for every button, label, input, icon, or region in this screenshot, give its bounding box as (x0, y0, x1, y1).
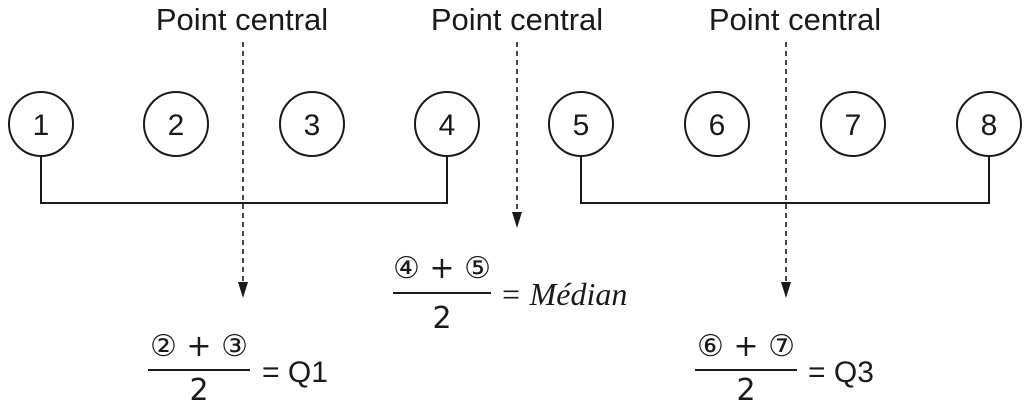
q3-numerator: ⑥ + ⑦ (697, 329, 795, 364)
node-1: 1 (8, 91, 74, 157)
node-5: 5 (548, 91, 614, 157)
svg-text:8: 8 (981, 109, 998, 142)
central-point-label-right: Point central (709, 2, 881, 37)
median-numerator: ④ + ⑤ (393, 251, 491, 286)
q1-numerator: ② + ③ (150, 329, 248, 364)
svg-text:6: 6 (709, 109, 726, 142)
node-7: 7 (820, 91, 886, 157)
dashed-arrow-middle (512, 42, 522, 228)
central-point-label-middle: Point central (431, 2, 603, 37)
svg-text:1: 1 (33, 109, 50, 142)
q3-formula: ⑥ + ⑦ 2 = Q3 (695, 329, 874, 403)
svg-text:4: 4 (439, 109, 456, 142)
median-denominator: 2 (432, 301, 451, 336)
q1-formula: ② + ③ 2 = Q1 (148, 329, 328, 403)
bracket-upper-half (580, 156, 990, 204)
median-result: = Médian (500, 276, 627, 312)
q3-denominator: 2 (736, 373, 755, 403)
svg-text:7: 7 (845, 109, 862, 142)
dashed-arrow-left (238, 42, 248, 298)
node-2: 2 (143, 91, 209, 157)
svg-text:2: 2 (168, 109, 185, 142)
median-formula: ④ + ⑤ 2 = Médian (393, 251, 627, 336)
node-3: 3 (279, 91, 345, 157)
dashed-arrow-right (781, 42, 791, 298)
q1-result: = Q1 (262, 356, 328, 389)
svg-text:5: 5 (573, 109, 590, 142)
node-4: 4 (414, 91, 480, 157)
bracket-lower-half (40, 156, 448, 204)
node-6: 6 (684, 91, 750, 157)
q1-denominator: 2 (189, 373, 208, 403)
central-point-label-left: Point central (156, 2, 328, 37)
svg-text:3: 3 (304, 109, 321, 142)
node-8: 8 (956, 91, 1022, 157)
q3-result: = Q3 (808, 356, 874, 389)
